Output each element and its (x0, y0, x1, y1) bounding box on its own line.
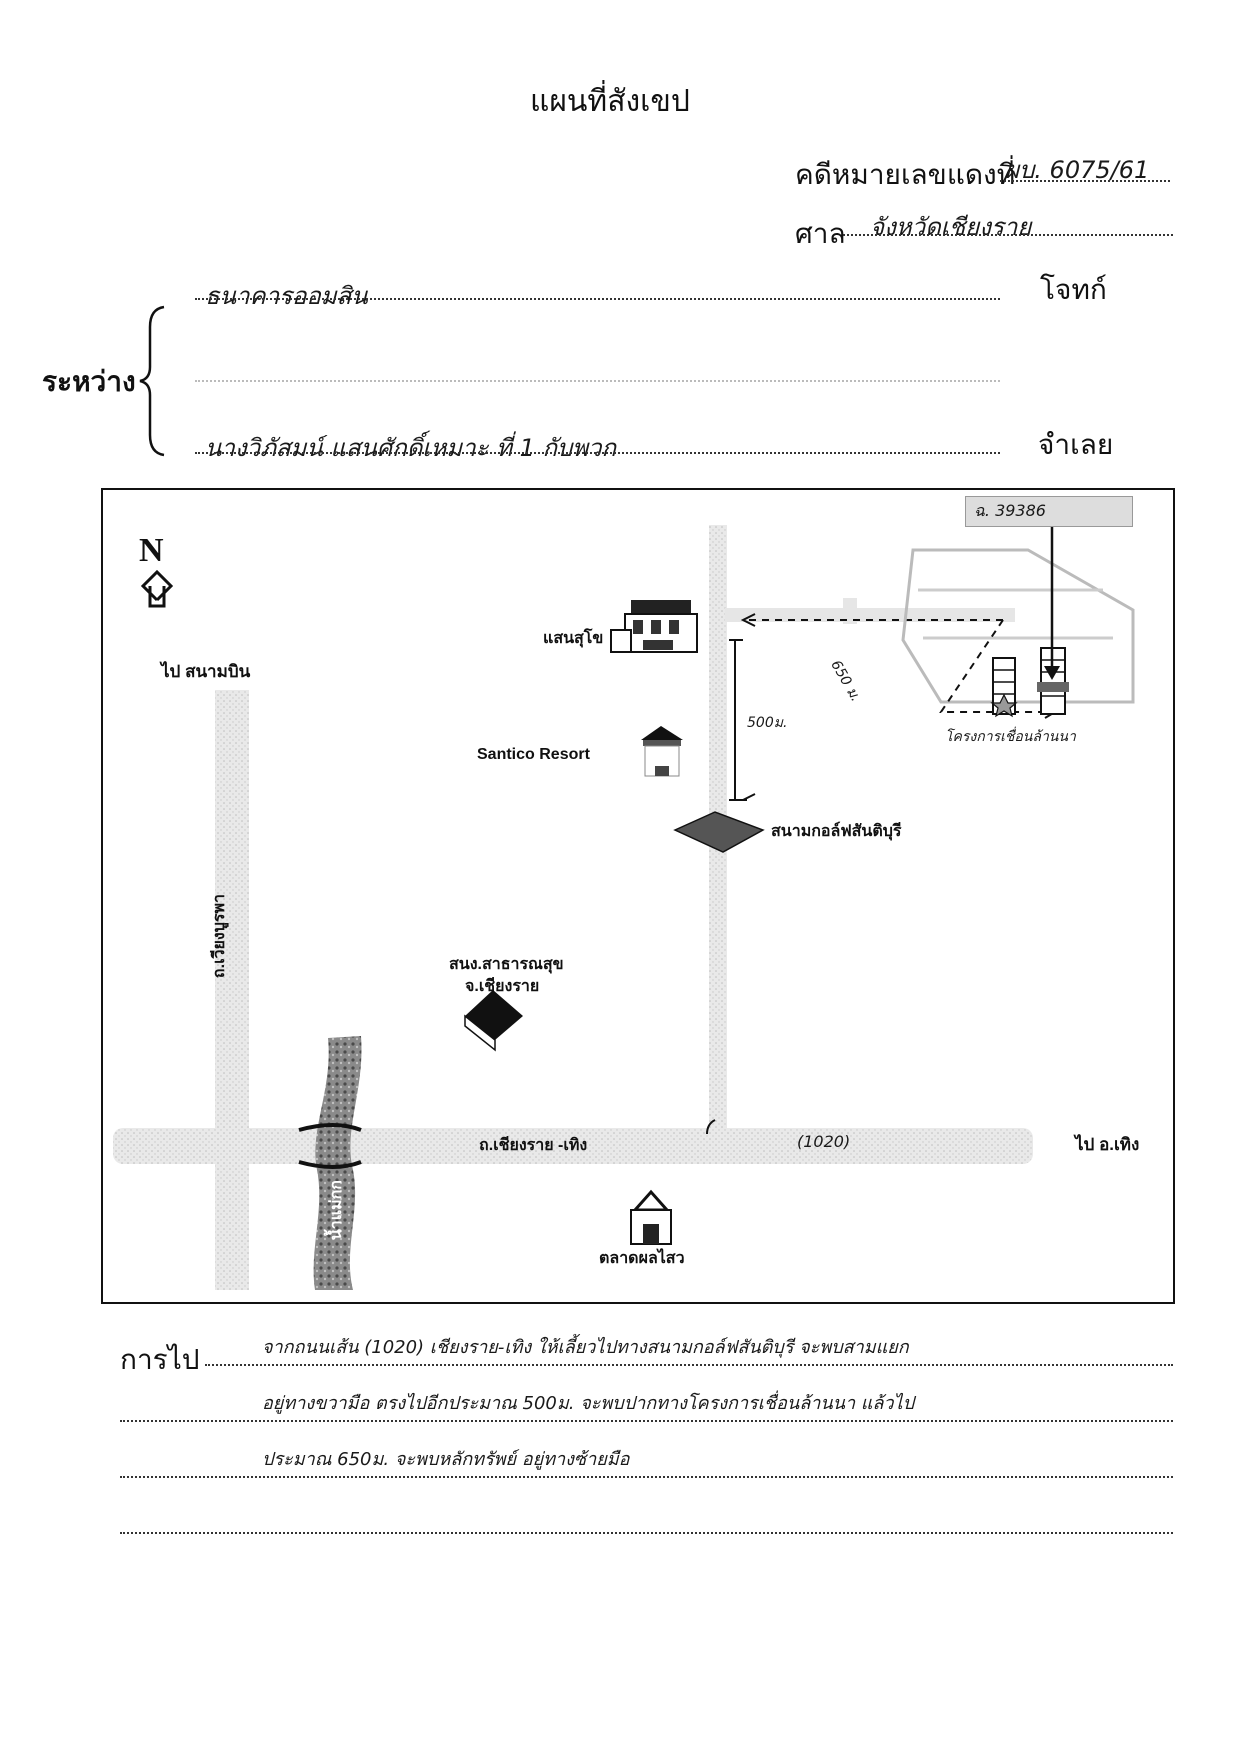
label-river: น้ำแม่กก (328, 1180, 345, 1241)
map-drawing (113, 516, 1135, 1290)
defendant-name: นางวิภัสมน์ แสนศักดิ์เหมาะ ที่ 1 กับพวก (205, 434, 617, 462)
label-market: ตลาดผลไสว (599, 1250, 685, 1267)
plaintiff-name: ธนาคารออมสิน (205, 282, 368, 310)
label-500m: 500ม. (747, 715, 788, 731)
land-plots (990, 647, 1069, 718)
directions-dotline-1 (205, 1364, 1173, 1366)
label-project: โครงการเชื่อนล้านนา (945, 729, 1076, 745)
road-branch (725, 608, 1015, 622)
health-office-icon (464, 990, 523, 1052)
river (313, 1036, 362, 1290)
saensuk-building-icon (610, 600, 698, 653)
directions-dotline-4 (120, 1532, 1173, 1534)
court-dotline (843, 234, 1173, 236)
directions-dotline-2 (120, 1420, 1173, 1422)
label-road-west: ถ.เวียงบูรพา (211, 894, 228, 979)
directions-line-3: ประมาณ 650ม. จะพบหลักทรัพย์ อยู่ทางซ้ายม… (262, 1449, 630, 1470)
road-branch-stub (843, 598, 857, 624)
between-dotline (195, 380, 1000, 382)
bridge (298, 1123, 362, 1169)
label-road-number: (1020) (797, 1132, 851, 1151)
resort-building-icon (641, 726, 683, 777)
label-golf: สนามกอล์ฟสันติบุรี (771, 823, 902, 840)
label-saensuk: แสนสุโข (543, 630, 604, 647)
case-number-dotline (1000, 180, 1170, 182)
page-title: แผนที่สังเขป (530, 84, 690, 119)
directions-label: การไป (120, 1343, 200, 1376)
defendant-label: จำเลย (1038, 428, 1114, 461)
label-land-title: ฉ. 39386 (965, 496, 1133, 527)
label-health-office-line1: สนง.สาธารณสุข (449, 956, 564, 973)
sketch-map: N ไป สนามบิน แสนสุโข Santico Resort 500ม… (101, 488, 1175, 1304)
north-label: N (139, 532, 164, 569)
market-building-icon (630, 1189, 672, 1245)
between-brace (139, 305, 165, 457)
court-value: จังหวัดเชียงราย (870, 213, 1032, 241)
label-to-airport: ไป สนามบิน (161, 662, 251, 681)
court-label: ศาล (795, 217, 846, 250)
golf-course-icon (673, 811, 765, 853)
case-number-value: ผบ. 6075/61 (1005, 156, 1150, 184)
road-wiang-burapha (215, 690, 249, 1290)
defendant-dotline (195, 452, 1000, 454)
distance-500-line (729, 639, 747, 801)
target-star-icon (990, 693, 1018, 718)
directions-dotline-3 (120, 1476, 1173, 1478)
label-main-road: ถ.เชียงราย -เทิง (479, 1137, 588, 1154)
label-to-thoeng: ไป อ.เทิง (1075, 1135, 1140, 1154)
project-plot (901, 548, 1135, 704)
label-health-office-line2: จ.เชียงราย (465, 978, 540, 995)
plaintiff-label: โจทก์ (1040, 273, 1107, 306)
plaintiff-dotline (195, 298, 1000, 300)
label-resort: Santico Resort (477, 746, 590, 763)
junction-mark (706, 1119, 716, 1135)
between-label: ระหว่าง (42, 365, 136, 398)
directions-line-2: อยู่ทางขวามือ ตรงไปอีกประมาณ 500ม. จะพบป… (262, 1393, 915, 1414)
case-number-label: คดีหมายเลขแดงที่ (795, 158, 1016, 191)
directions-line-1: จากถนนเส้น (1020) เชียงราย-เทิง ให้เลี้ย… (262, 1337, 909, 1358)
north-arrow-icon (140, 569, 174, 608)
